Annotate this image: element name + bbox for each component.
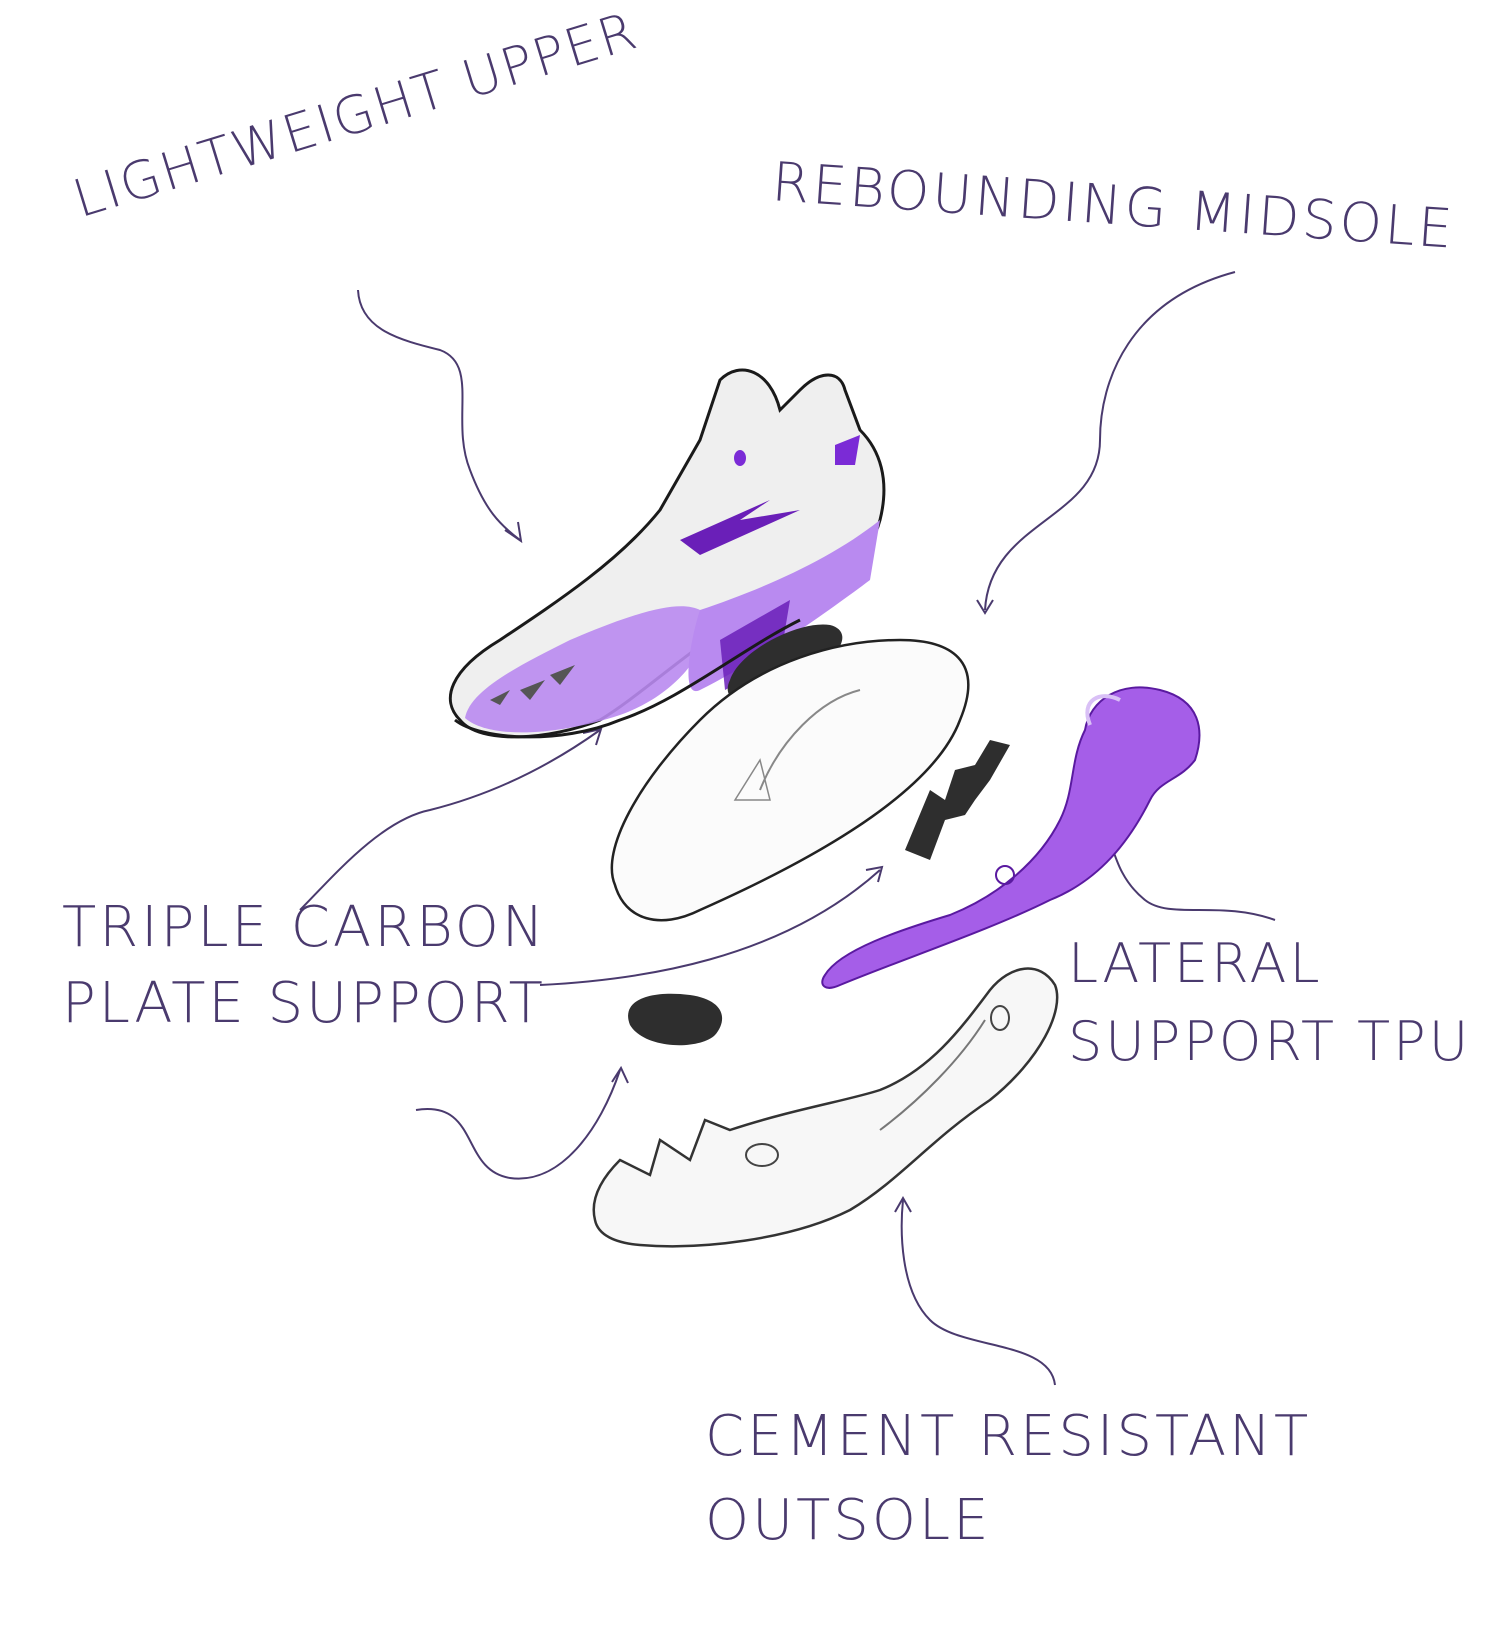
label-triple-carbon-plate-support: TRIPLE CARBON PLATE SUPPORT <box>62 895 547 1036</box>
leader-tpu <box>1107 834 1276 921</box>
arrowhead-carbon-2 <box>865 865 884 883</box>
leader-upper <box>357 289 521 541</box>
leader-outsole <box>900 1199 1056 1386</box>
arrowhead-midsole <box>976 599 994 615</box>
arrowhead-outsole <box>894 1195 912 1213</box>
label-lateral-support-tpu: LATERAL SUPPORT TPU <box>1068 932 1472 1073</box>
lateral-support-tpu <box>821 686 1201 989</box>
midsole <box>610 638 970 922</box>
forefoot-carbon-plate <box>905 740 1010 860</box>
leader-carbon-3 <box>415 1069 621 1180</box>
toe-pad <box>628 993 723 1046</box>
leader-carbon-1 <box>299 729 601 911</box>
leader-midsole <box>984 271 1236 611</box>
outsole <box>592 967 1059 1248</box>
label-cement-resistant-outsole: CEMENT RESISTANT OUTSOLE <box>705 1404 1312 1553</box>
shoe-upper <box>449 368 886 739</box>
leader-carbon-2 <box>539 869 881 986</box>
arrowhead-upper <box>504 521 523 544</box>
arrowhead-carbon-3 <box>611 1065 629 1084</box>
